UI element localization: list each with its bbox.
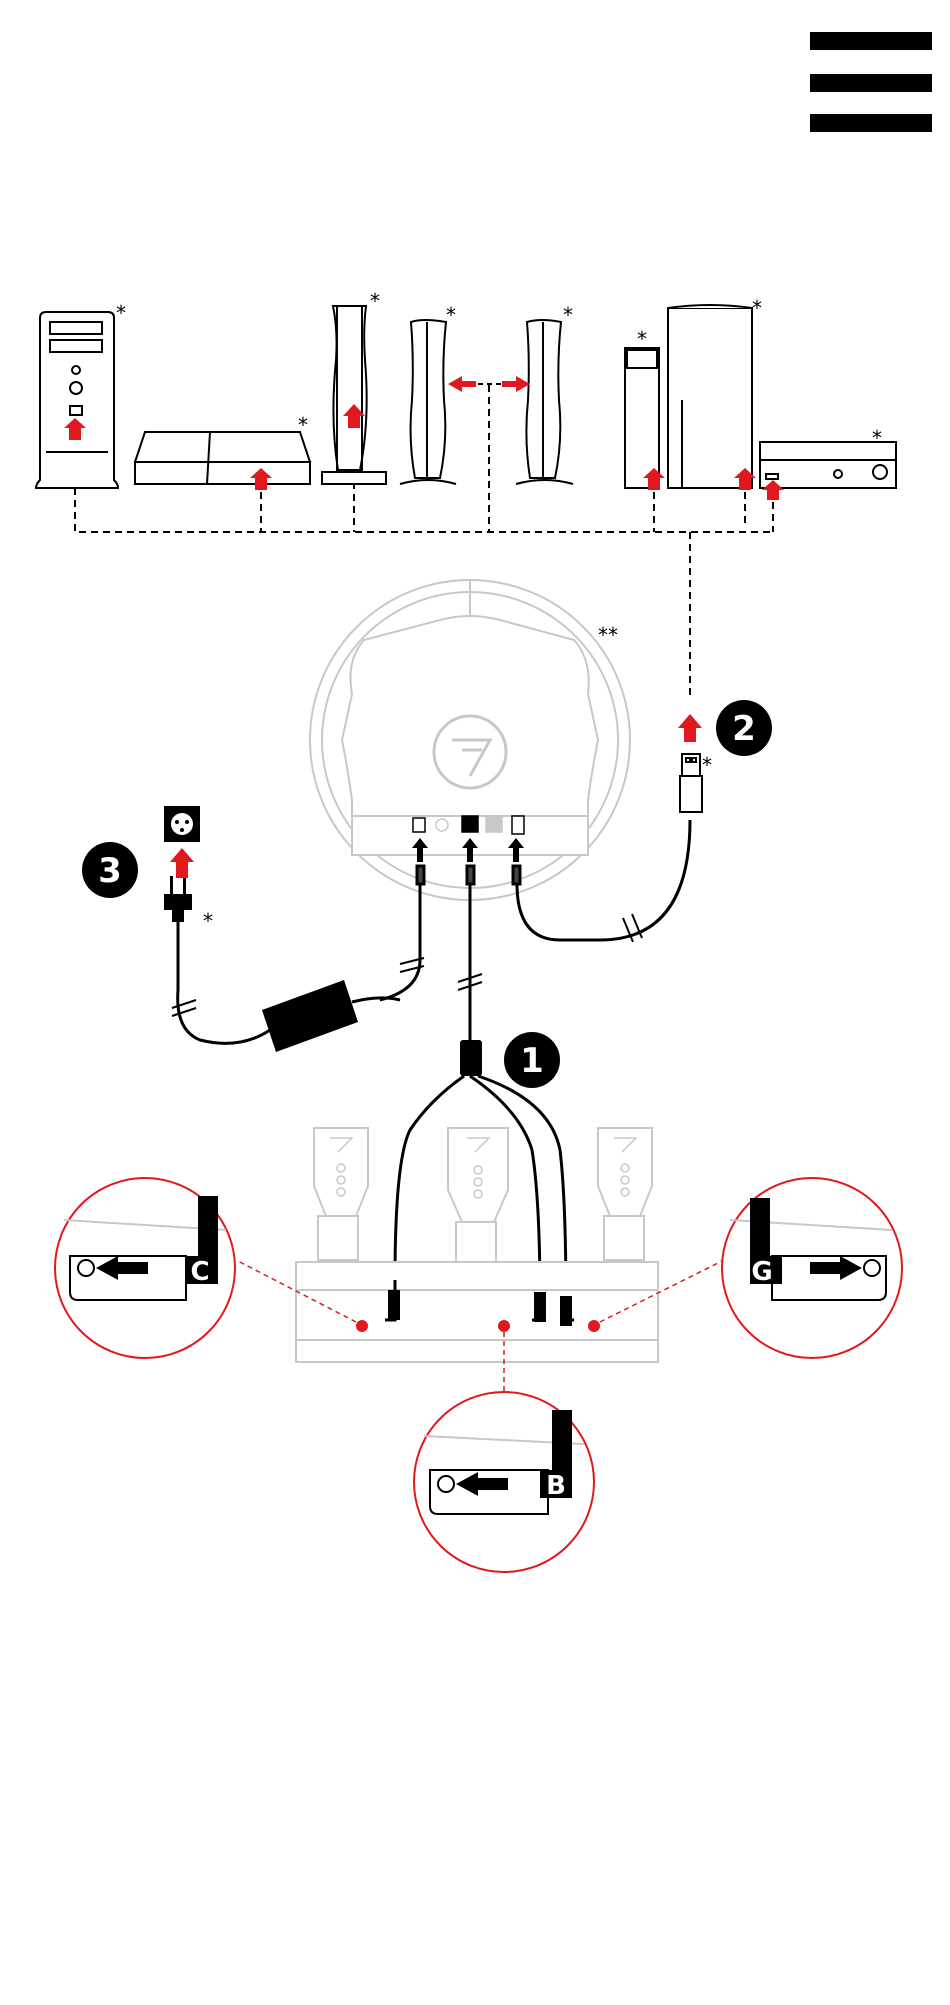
ps5-slim-marker: * [446,303,456,327]
xbox-one-marker: * [872,426,882,450]
ps5-slim-console-icon [400,320,456,484]
cable-break-marks [172,914,642,1016]
pc-tower-icon [36,312,118,488]
power-arrow-icon [170,848,194,878]
xbox-series-s-marker: * [637,327,647,351]
step-number-3: 3 [98,851,122,891]
pedal-port-icon [462,816,478,832]
aux-port-icon [436,819,448,831]
step-number-1: 1 [520,1041,544,1081]
power-plug-icon [164,876,192,922]
usb-plug-icon [680,754,702,812]
callout-left-letter: C [190,1257,209,1287]
xbox-series-x-icon [668,305,752,488]
power-adapter-icon [262,980,400,1052]
step-badge-3: 3 [82,842,138,898]
callout-bottom-letter: B [546,1471,566,1501]
lan-port-icon [486,816,502,832]
usb-plug-marker: * [702,753,712,777]
pedal-set [296,1128,658,1362]
ps5-marker: * [370,289,380,313]
callout-right: G [722,1178,902,1358]
step-badge-2: 2 [716,700,772,756]
ps4-console-icon [135,432,310,484]
xbox-series-x-marker: * [752,296,762,320]
pc-marker: * [116,301,126,325]
wheel-marker: ** [598,623,618,647]
ps5-slim-alt-console-icon [516,320,573,484]
hamburger-menu-icon[interactable] [810,32,932,132]
callout-bottom: B [414,1392,594,1572]
xbox-series-s-icon [625,348,659,488]
step-number-2: 2 [732,709,756,749]
ps5-console-icon [322,306,386,484]
power-port-icon [413,818,425,832]
callout-right-letter: G [751,1257,772,1287]
usb-arrow-icon [678,714,702,742]
wall-socket-icon [164,806,200,842]
callout-left: C [55,1178,235,1358]
ps4-marker: * [298,413,308,437]
usb-port-icon [512,816,524,834]
ps5-slim-alt-marker: * [563,303,573,327]
step-badge-1: 1 [504,1032,560,1088]
power-plug-marker: * [203,909,213,933]
